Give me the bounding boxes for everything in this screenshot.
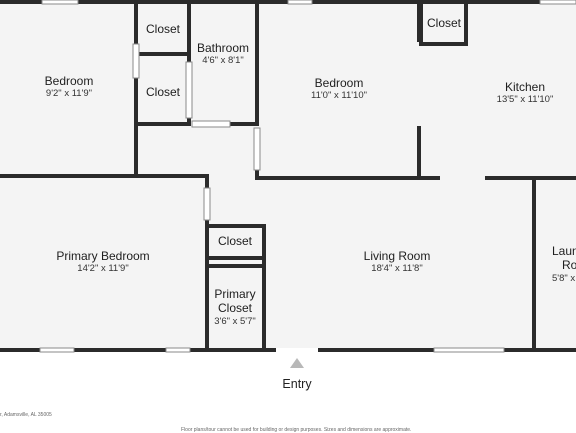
room-primary-bedroom: Primary Bedroom 14'2" x 11'9" bbox=[56, 249, 149, 275]
room-closet-mid: Closet bbox=[146, 85, 180, 99]
room-name-line1: Primary bbox=[214, 286, 256, 301]
room-closet-primary: Closet bbox=[218, 234, 252, 248]
room-name-line2: Roo bbox=[562, 258, 576, 273]
room-name: Primary Bedroom bbox=[56, 249, 150, 264]
room-dimensions: 3'6" x 5'7" bbox=[214, 315, 256, 327]
room-living-room: Living Room 18'4" x 11'8" bbox=[364, 249, 431, 275]
room-dimensions: 4'6" x 8'1" bbox=[202, 55, 244, 67]
room-dimensions: 9'2" x 11'9" bbox=[45, 88, 93, 100]
room-closet-top: Closet bbox=[146, 22, 180, 36]
room-name: Closet bbox=[426, 15, 462, 30]
room-name-line1: Laun bbox=[552, 244, 576, 258]
room-dimensions: 14'2" x 11'9" bbox=[77, 263, 129, 275]
room-dimensions: 13'5" x 11'10" bbox=[496, 94, 554, 106]
room-name: Closet bbox=[217, 233, 253, 248]
room-dimensions: 18'4" x 11'8" bbox=[371, 263, 423, 275]
room-dimensions: 5'8" x bbox=[552, 272, 576, 284]
room-bathroom: Bathroom 4'6" x 8'1" bbox=[197, 41, 249, 67]
room-bedroom-west: Bedroom 9'2" x 11'9" bbox=[45, 74, 94, 100]
entry-label: Entry bbox=[282, 377, 312, 391]
room-kitchen: Kitchen 13'5" x 11'10" bbox=[497, 80, 554, 106]
room-name: Living Room bbox=[363, 249, 431, 264]
room-laundry: Laun Roo 5'8" x bbox=[552, 244, 576, 284]
room-name-line2: Closet bbox=[217, 301, 253, 316]
entry-arrow-icon bbox=[290, 358, 304, 368]
door-openings bbox=[132, 43, 318, 352]
room-name: Bedroom bbox=[44, 74, 94, 89]
footer-disclaimer: Floor plans/tour cannot be used for buil… bbox=[181, 427, 412, 433]
footer-address: r, Adamsville, AL 35005 bbox=[0, 412, 52, 418]
room-bedroom-center: Bedroom 11'0" x 11'10" bbox=[311, 76, 367, 102]
room-name: Bedroom bbox=[314, 76, 364, 91]
room-name: Bathroom bbox=[196, 41, 250, 56]
room-closet-kitchen: Closet bbox=[427, 16, 461, 30]
room-name: Kitchen bbox=[504, 80, 546, 95]
windows bbox=[39, 0, 576, 353]
room-dimensions: 11'0" x 11'10" bbox=[311, 90, 367, 102]
room-name: Closet bbox=[145, 21, 181, 36]
room-name: Closet bbox=[145, 84, 181, 99]
room-primary-closet: Primary Closet 3'6" x 5'7" bbox=[214, 287, 256, 327]
